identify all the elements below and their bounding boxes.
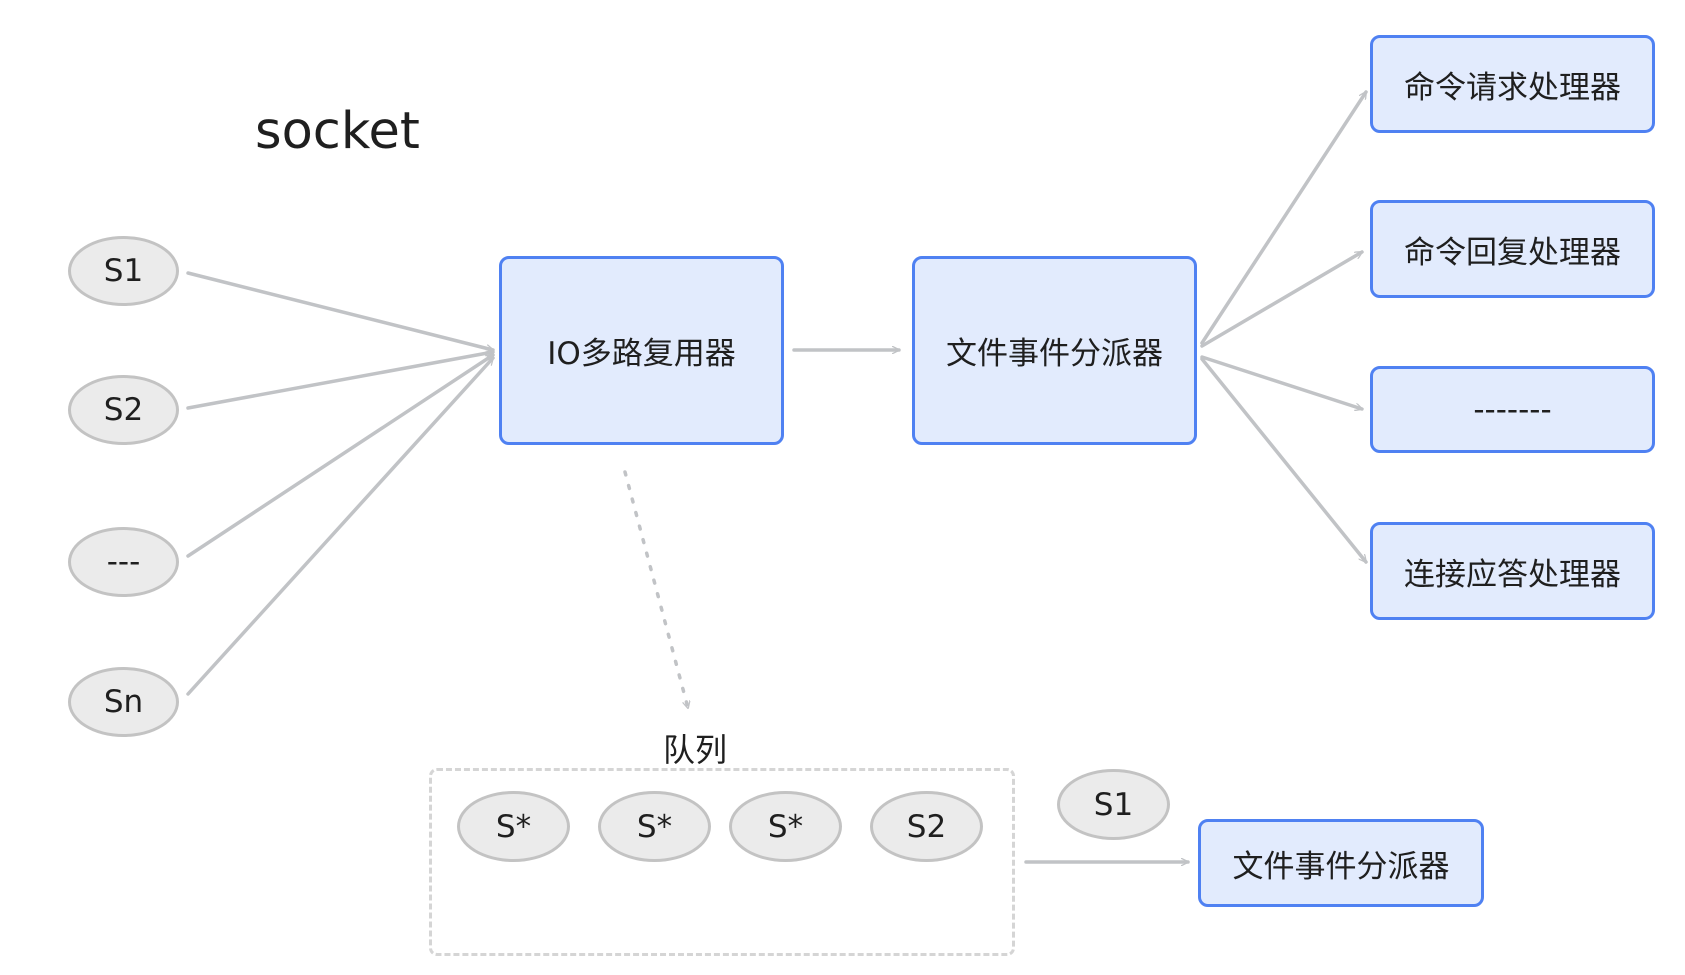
arrow-multiplexer-to-queue: [623, 470, 688, 708]
queue-item: S*: [457, 791, 570, 862]
arrow-dispatcher-to-handler-3: [1200, 355, 1362, 409]
queue-frame: [429, 768, 1015, 956]
file-event-dispatcher-box: 文件事件分派器: [912, 256, 1197, 445]
handler-box-command-request: 命令请求处理器: [1370, 35, 1655, 133]
handler-box-connection-accept: 连接应答处理器: [1370, 522, 1655, 620]
queue-item: S*: [598, 791, 711, 862]
handler-box-command-reply: 命令回复处理器: [1370, 200, 1655, 298]
socket-title: socket: [255, 102, 420, 161]
arrow-ellipsis-to-multiplexer: [186, 353, 493, 558]
socket-node-sn: Sn: [68, 667, 179, 737]
arrow-s1-to-multiplexer: [186, 271, 493, 350]
io-multiplexer-box: IO多路复用器: [499, 256, 784, 445]
queue-label: 队列: [663, 731, 728, 769]
socket-node-ellipsis: ---: [68, 527, 179, 597]
arrow-sn-to-multiplexer: [186, 356, 495, 696]
arrow-dispatcher-to-handler-2: [1200, 250, 1362, 348]
queue-item: S*: [729, 791, 842, 862]
queue-item: S2: [870, 791, 983, 862]
arrow-dispatcher-to-handler-1: [1200, 92, 1368, 345]
arrow-dispatcher-to-handler-4: [1200, 357, 1368, 564]
socket-node-s1: S1: [68, 236, 179, 306]
outgoing-socket-node: S1: [1057, 769, 1170, 840]
arrow-s2-to-multiplexer: [186, 352, 495, 410]
socket-node-s2: S2: [68, 375, 179, 445]
handler-box-ellipsis: -------: [1370, 366, 1655, 453]
file-event-dispatcher-box-bottom: 文件事件分派器: [1198, 819, 1484, 907]
